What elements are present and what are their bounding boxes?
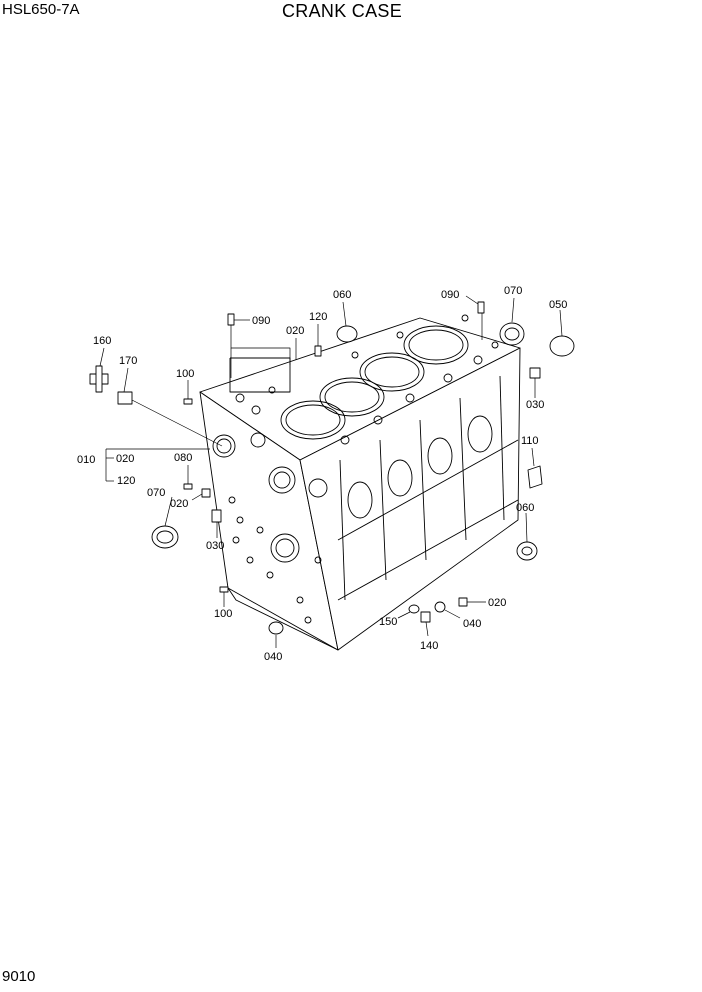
- page-title: CRANK CASE: [282, 1, 403, 21]
- callout-090-right: 090: [441, 289, 459, 301]
- crank-case-block: [199, 314, 521, 651]
- part-pin-090-left: [227, 313, 235, 326]
- page-number: 9010: [2, 968, 36, 985]
- part-sensor-170: [117, 391, 133, 405]
- part-pin-120-top: [314, 345, 322, 357]
- callout-060-bottom: 060: [516, 502, 534, 514]
- callout-020-bottom: 020: [488, 597, 506, 609]
- part-plug-040-right: [434, 601, 446, 613]
- part-plug-040-bottom: [268, 621, 284, 635]
- part-pin-080: [183, 483, 193, 490]
- callout-080: 080: [174, 452, 192, 464]
- callout-070-left: 070: [147, 487, 165, 499]
- part-bush-110: [527, 465, 543, 489]
- part-plug-bottom-060: [516, 541, 538, 561]
- callout-020-top: 020: [286, 325, 304, 337]
- callout-160: 160: [93, 335, 111, 347]
- callout-090-left: 090: [252, 315, 270, 327]
- part-washer-150: [408, 604, 420, 614]
- part-plug-030-right: [529, 367, 541, 379]
- callout-120-top: 120: [309, 311, 327, 323]
- part-plug-top-060: [336, 325, 358, 343]
- leader-lines: [99, 295, 563, 648]
- callout-010: 010: [77, 454, 95, 466]
- part-plug-030-left: [211, 509, 222, 523]
- callout-020-bracket: 020: [116, 453, 134, 465]
- part-plug-020-bottom: [458, 597, 468, 607]
- callout-150: 150: [379, 616, 397, 628]
- part-oil-seal-right-070: [499, 322, 525, 346]
- callout-040-bottom: 040: [264, 651, 282, 663]
- model-number: HSL650-7A: [2, 1, 80, 18]
- callout-140: 140: [420, 640, 438, 652]
- part-fitting-160: [89, 365, 109, 393]
- part-plug-020-left: [201, 488, 211, 498]
- callout-170: 170: [119, 355, 137, 367]
- part-plug-140: [420, 611, 431, 623]
- part-plug-050: [549, 335, 575, 357]
- callout-020-left: 020: [170, 498, 188, 510]
- callout-040-right: 040: [463, 618, 481, 630]
- callout-070-right: 070: [504, 285, 522, 297]
- part-pin-100-top: [183, 398, 193, 405]
- callout-120-bracket: 120: [117, 475, 135, 487]
- callout-100-top: 100: [176, 368, 194, 380]
- callout-030-right: 030: [526, 399, 544, 411]
- callout-060-top: 060: [333, 289, 351, 301]
- callout-050: 050: [549, 299, 567, 311]
- part-oil-seal-left-070: [151, 525, 179, 549]
- part-pin-100-bottom: [219, 586, 229, 593]
- callout-100-bottom: 100: [214, 608, 232, 620]
- callout-030-left: 030: [206, 540, 224, 552]
- callout-110: 110: [521, 435, 539, 447]
- part-pin-090-right: [477, 301, 485, 314]
